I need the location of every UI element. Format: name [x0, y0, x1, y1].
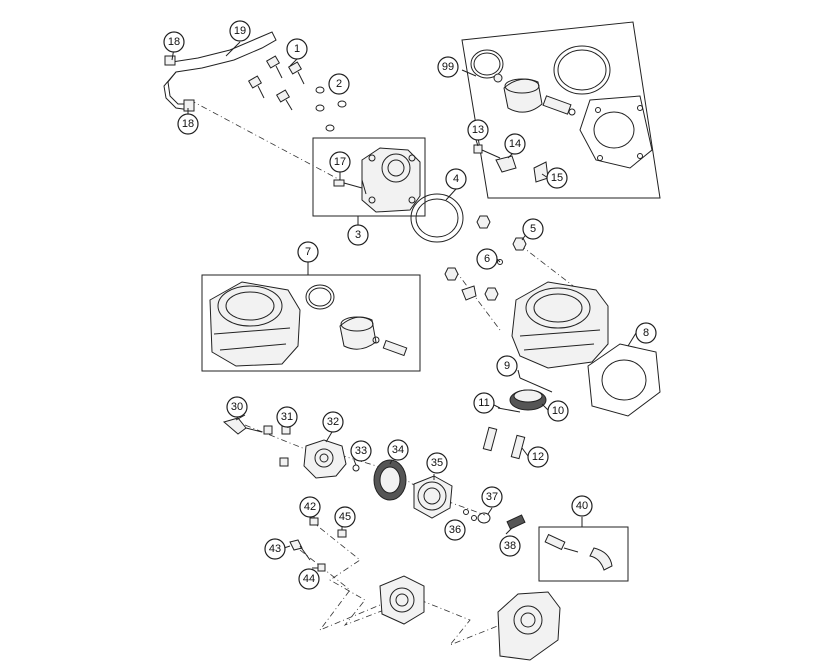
svg-text:6: 6: [484, 253, 490, 265]
callout-4[interactable]: 4: [445, 168, 467, 190]
hose-clamp-top: [164, 55, 176, 66]
callout-8[interactable]: 8: [635, 322, 657, 344]
cylinder-right: [511, 281, 609, 369]
sensor-17: [333, 179, 363, 189]
cylinder-head: [361, 147, 421, 213]
svg-text:18: 18: [168, 36, 180, 48]
svg-text:1: 1: [294, 43, 300, 55]
svg-text:4: 4: [453, 173, 459, 185]
svg-text:12: 12: [532, 451, 544, 463]
svg-text:38: 38: [504, 540, 516, 552]
piston-pin-parts: [482, 407, 526, 460]
svg-text:31: 31: [281, 411, 293, 423]
callout-35[interactable]: 35: [426, 452, 448, 474]
callout-17[interactable]: 17: [329, 151, 351, 173]
callout-40[interactable]: 40: [571, 495, 593, 517]
svg-text:33: 33: [355, 445, 367, 457]
svg-text:32: 32: [327, 416, 339, 428]
svg-text:11: 11: [478, 397, 489, 409]
callout-9[interactable]: 9: [496, 355, 518, 377]
cylinder-kit-box: [201, 274, 421, 372]
svg-text:10: 10: [552, 405, 564, 417]
callout-15[interactable]: 15: [546, 167, 568, 189]
callout-99[interactable]: 99: [437, 56, 459, 78]
callout-18-top[interactable]: 18: [163, 31, 185, 53]
svg-text:99: 99: [442, 61, 454, 73]
svg-text:15: 15: [551, 172, 563, 184]
callout-43[interactable]: 43: [264, 538, 286, 560]
callout-37[interactable]: 37: [481, 486, 503, 508]
callout-36[interactable]: 36: [444, 519, 466, 541]
head-gasket: [410, 193, 464, 243]
water-pump-parts: [222, 417, 526, 530]
callout-7[interactable]: 7: [297, 241, 319, 263]
callout-44[interactable]: 44: [298, 568, 320, 590]
callout-32[interactable]: 32: [322, 411, 344, 433]
callout-33[interactable]: 33: [350, 440, 372, 462]
callout-13[interactable]: 13: [467, 119, 489, 141]
bearing-10: [509, 377, 553, 411]
svg-text:3: 3: [355, 229, 361, 241]
pump-cover-bottom: [379, 575, 425, 625]
engine-case-partial: [497, 591, 561, 661]
svg-text:43: 43: [269, 543, 281, 555]
svg-text:44: 44: [303, 573, 315, 585]
svg-text:17: 17: [334, 156, 346, 168]
svg-text:30: 30: [231, 401, 243, 413]
callout-30[interactable]: 30: [226, 396, 248, 418]
callout-34[interactable]: 34: [387, 439, 409, 461]
svg-text:14: 14: [509, 138, 521, 150]
callout-2[interactable]: 2: [328, 73, 350, 95]
bolt-group-1: [247, 55, 305, 111]
callout-45[interactable]: 45: [334, 506, 356, 528]
svg-text:7: 7: [305, 246, 311, 258]
callout-31[interactable]: 31: [276, 406, 298, 428]
svg-text:37: 37: [486, 491, 498, 503]
svg-text:13: 13: [472, 124, 484, 136]
callout-11[interactable]: 11: [473, 392, 495, 414]
callouts: 1 2 3 4 5 6 7 8 9 10 11 12 13 14 15 17 1…: [163, 20, 657, 590]
callout-3[interactable]: 3: [347, 224, 369, 246]
fastener-group-5-6: [444, 215, 527, 301]
leader-lines: [171, 41, 637, 569]
part-40-contents: [544, 533, 613, 571]
svg-text:9: 9: [504, 360, 510, 372]
svg-text:45: 45: [339, 511, 351, 523]
kit-99-contents: [470, 45, 653, 169]
callout-42[interactable]: 42: [299, 496, 321, 518]
callout-6[interactable]: 6: [476, 248, 498, 270]
callout-38[interactable]: 38: [499, 535, 521, 557]
svg-text:36: 36: [449, 524, 461, 536]
svg-text:34: 34: [392, 444, 404, 456]
svg-text:2: 2: [336, 78, 342, 90]
svg-text:19: 19: [234, 25, 246, 37]
svg-text:5: 5: [530, 223, 536, 235]
part-40-box: [538, 526, 629, 582]
callout-1[interactable]: 1: [286, 38, 308, 60]
svg-text:42: 42: [304, 501, 316, 513]
exhaust-valve-parts: [473, 144, 549, 183]
fastener-group-42-45: [289, 517, 347, 572]
svg-text:18: 18: [182, 118, 194, 130]
callout-14[interactable]: 14: [504, 133, 526, 155]
hose-clamp-bottom: [183, 99, 195, 112]
svg-text:40: 40: [576, 500, 588, 512]
svg-text:8: 8: [643, 327, 649, 339]
cylinder-kit-contents: [209, 281, 408, 367]
cylinder-head-box: [312, 137, 426, 217]
svg-text:35: 35: [431, 457, 443, 469]
callout-18-bottom[interactable]: 18: [177, 113, 199, 135]
callout-19[interactable]: 19: [229, 20, 251, 42]
callout-5[interactable]: 5: [522, 218, 544, 240]
callout-10[interactable]: 10: [547, 400, 569, 422]
cylinder-base-gasket: [587, 343, 661, 417]
callout-12[interactable]: 12: [527, 446, 549, 468]
